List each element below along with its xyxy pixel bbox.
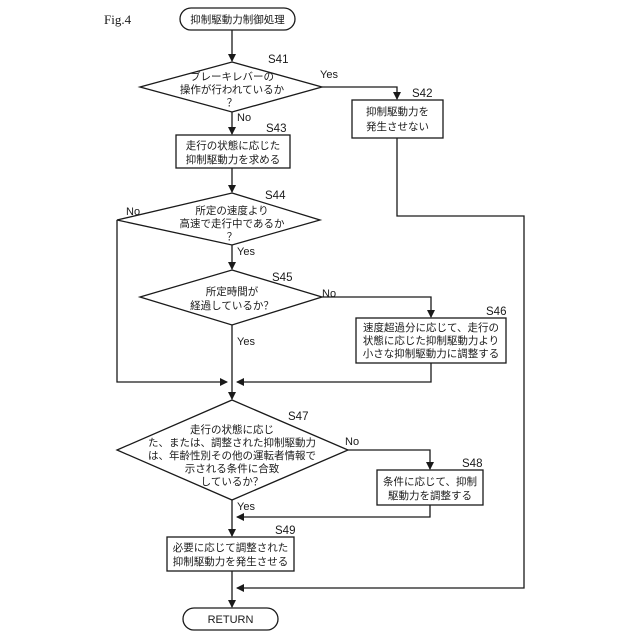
step-text-line: 所定の速度より <box>195 204 268 217</box>
step-text-line: 示される条件に合致 <box>185 462 280 475</box>
step-id: S46 <box>486 306 506 318</box>
yes-label: Yes <box>237 246 255 258</box>
step-text-line: 発生させない <box>366 120 429 133</box>
step-text-line: た、または、調整された抑制駆動力 <box>148 436 316 449</box>
arrow-s48-to-s49 <box>237 505 430 517</box>
step-text-line: 小さな抑制駆動力に調整する <box>363 347 500 360</box>
step-s41: S41 ブレーキレバーの 操作が行われているか ？ Yes No <box>140 54 338 124</box>
step-text-line: 抑制駆動力を発生させる <box>173 555 289 568</box>
step-text-line: 速度超過分に応じて、走行の <box>363 321 499 334</box>
arrow-s45-no-to-s46 <box>322 297 431 317</box>
end-terminal: RETURN <box>183 608 278 630</box>
step-id: S42 <box>412 88 432 100</box>
step-s43: S43 走行の状態に応じた 抑制駆動力を求める <box>176 123 290 168</box>
step-text-line: しているか？ <box>201 476 264 488</box>
step-s44: S44 所定の速度より 高速で走行中であるか ？ Yes No <box>117 190 320 258</box>
step-text-line: 抑制駆動力を求める <box>186 153 281 166</box>
step-s47: S47 走行の状態に応じ た、または、調整された抑制駆動力 は、年齢性別その他の… <box>117 400 359 513</box>
step-id: S41 <box>268 54 288 66</box>
arrow-s47-no-to-s48 <box>348 450 430 469</box>
step-s49: S49 必要に応じて調整された 抑制駆動力を発生させる <box>167 525 295 571</box>
step-id: S48 <box>462 458 482 470</box>
step-text-line: 抑制駆動力を <box>366 105 429 118</box>
step-text-line: 駆動力を調整する <box>388 489 472 502</box>
start-terminal-label: 抑制駆動力制御処理 <box>190 13 285 26</box>
arrow-s41-yes-to-s42 <box>322 87 397 99</box>
step-text-line: 経過しているか？ <box>190 299 274 312</box>
step-text-line: 走行の状態に応じた <box>186 139 281 152</box>
step-id: S43 <box>266 123 286 135</box>
arrow-s46-to-merge <box>237 363 431 382</box>
step-id: S49 <box>275 525 295 537</box>
step-text-line: 条件に応じて、抑制 <box>383 475 477 488</box>
yes-label: Yes <box>237 501 255 513</box>
step-text-line: は、年齢性別その他の運転者情報で <box>148 449 316 462</box>
step-text-line: 操作が行われているか <box>180 83 285 96</box>
no-label: No <box>237 112 251 124</box>
step-text-line: 走行の状態に応じ <box>190 423 274 436</box>
step-text-line: 所定時間が <box>206 285 259 298</box>
step-s45: S45 所定時間が 経過しているか？ Yes No <box>140 270 336 348</box>
end-terminal-label: RETURN <box>208 614 254 626</box>
no-label: No <box>126 206 140 218</box>
step-text-line: ？ <box>227 97 238 109</box>
step-id: S47 <box>288 411 308 423</box>
step-text-line: 状態に応じた抑制駆動力より <box>363 334 499 347</box>
step-id: S45 <box>272 272 292 284</box>
no-label: No <box>345 436 359 448</box>
step-text-line: 高速で走行中であるか <box>180 217 285 230</box>
step-text-line: ？ <box>227 231 238 243</box>
step-text-line: ブレーキレバーの <box>190 70 274 83</box>
no-label: No <box>322 288 336 300</box>
step-text-line: 必要に応じて調整された <box>173 541 289 554</box>
step-id: S44 <box>265 190 286 202</box>
yes-label: Yes <box>237 336 255 348</box>
yes-label: Yes <box>320 69 338 81</box>
figure-label: Fig.4 <box>104 12 132 27</box>
start-terminal: 抑制駆動力制御処理 <box>180 8 295 30</box>
